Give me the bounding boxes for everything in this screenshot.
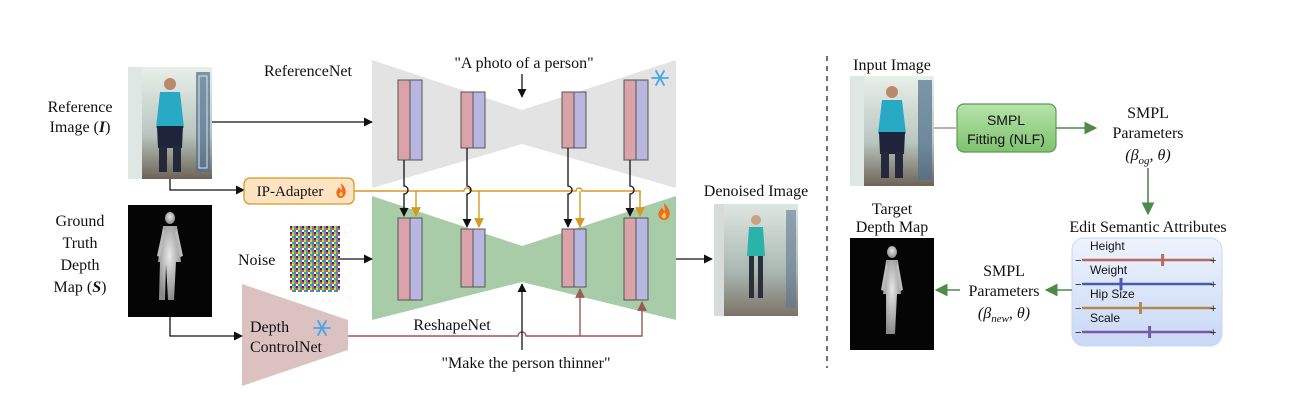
reshapenet-shape bbox=[372, 196, 676, 320]
reference-image bbox=[128, 67, 212, 179]
depth-controlnet-label2: ControlNet bbox=[250, 339, 323, 356]
smpl-fitting-label1: SMPL bbox=[987, 112, 1025, 128]
slider-plus: + bbox=[1210, 255, 1216, 267]
fire-icon bbox=[336, 183, 346, 198]
slider-handle[interactable] bbox=[1161, 254, 1165, 266]
smpl-params-top-3: (βog, θ) bbox=[1125, 147, 1170, 167]
depth-controlnet-shape bbox=[242, 284, 348, 386]
reference-label-line2: Image (I) bbox=[50, 119, 111, 136]
slider-label: Hip Size bbox=[1090, 287, 1135, 301]
referencenet-label: ReferenceNet bbox=[264, 63, 352, 80]
smpl-params-bottom-3: (βnew, θ) bbox=[978, 305, 1030, 325]
slider-handle[interactable] bbox=[1139, 302, 1142, 314]
prompt-bottom: "Make the person thinner" bbox=[441, 355, 610, 372]
reshapenet-label: ReshapeNet bbox=[413, 317, 491, 334]
depth-controlnet-label1: Depth bbox=[250, 319, 289, 336]
input-image-label: Input Image bbox=[853, 57, 931, 74]
gt-label-line1: Ground bbox=[56, 213, 105, 230]
reference-label-line1: Reference bbox=[48, 99, 113, 116]
slider-minus: − bbox=[1075, 303, 1081, 315]
prompt-top: "A photo of a person" bbox=[454, 55, 593, 72]
gt-label-line3: Depth bbox=[60, 257, 99, 274]
reference-to-ipadapter-arrow bbox=[169, 179, 245, 195]
slider-label: Weight bbox=[1090, 263, 1128, 277]
reshapenet-blocks bbox=[397, 217, 649, 301]
controlnet-line bbox=[348, 301, 647, 337]
slider-minus: − bbox=[1075, 279, 1081, 291]
target-depth-label2: Depth Map bbox=[856, 219, 928, 236]
slider-handle[interactable] bbox=[1119, 278, 1123, 290]
target-depth-label1: Target bbox=[872, 201, 913, 218]
snowflake-icon bbox=[651, 70, 669, 86]
snowflake-icon bbox=[313, 320, 331, 336]
slider-minus: − bbox=[1075, 327, 1081, 339]
slider-plus: + bbox=[1210, 327, 1216, 339]
slider-label: Scale bbox=[1090, 311, 1120, 325]
referencenet-shape bbox=[372, 60, 676, 188]
slider-handle[interactable] bbox=[1148, 326, 1152, 338]
slider-plus: + bbox=[1210, 303, 1216, 315]
smpl-fitting-label2: Fitting (NLF) bbox=[967, 131, 1045, 147]
slider-label: Height bbox=[1090, 239, 1125, 253]
ip-adapter-label: IP-Adapter bbox=[257, 184, 324, 200]
gt-label-line2: Truth bbox=[63, 235, 98, 252]
noise-image bbox=[290, 226, 340, 292]
referencenet-blocks bbox=[397, 79, 649, 161]
referencenet-to-reshapenet-arrows bbox=[399, 148, 635, 228]
target-depth-map bbox=[850, 238, 934, 350]
gt-label-line4: Map (S) bbox=[54, 279, 107, 296]
smpl-params-bottom-2: Parameters bbox=[968, 283, 1039, 300]
ip-adapter-drops bbox=[411, 191, 645, 228]
denoised-label: Denoised Image bbox=[704, 183, 808, 200]
ground-truth-depth-map bbox=[128, 205, 212, 317]
slider-minus: − bbox=[1075, 255, 1081, 267]
depth-to-controlnet-arrow bbox=[169, 317, 243, 341]
fire-icon bbox=[658, 203, 670, 220]
slider-group: Height−+Weight−+Hip Size−+Scale−+ bbox=[1075, 239, 1216, 339]
denoised-image bbox=[714, 204, 798, 316]
smpl-params-top-1: SMPL bbox=[1127, 105, 1169, 122]
slider-plus: + bbox=[1210, 279, 1216, 291]
edit-attributes-label: Edit Semantic Attributes bbox=[1069, 219, 1226, 236]
noise-label: Noise bbox=[238, 252, 275, 269]
smpl-params-top-2: Parameters bbox=[1112, 125, 1183, 142]
input-image bbox=[850, 76, 934, 186]
slider-panel bbox=[1071, 237, 1223, 347]
ip-adapter-line bbox=[354, 187, 641, 196]
smpl-params-bottom-1: SMPL bbox=[983, 263, 1025, 280]
